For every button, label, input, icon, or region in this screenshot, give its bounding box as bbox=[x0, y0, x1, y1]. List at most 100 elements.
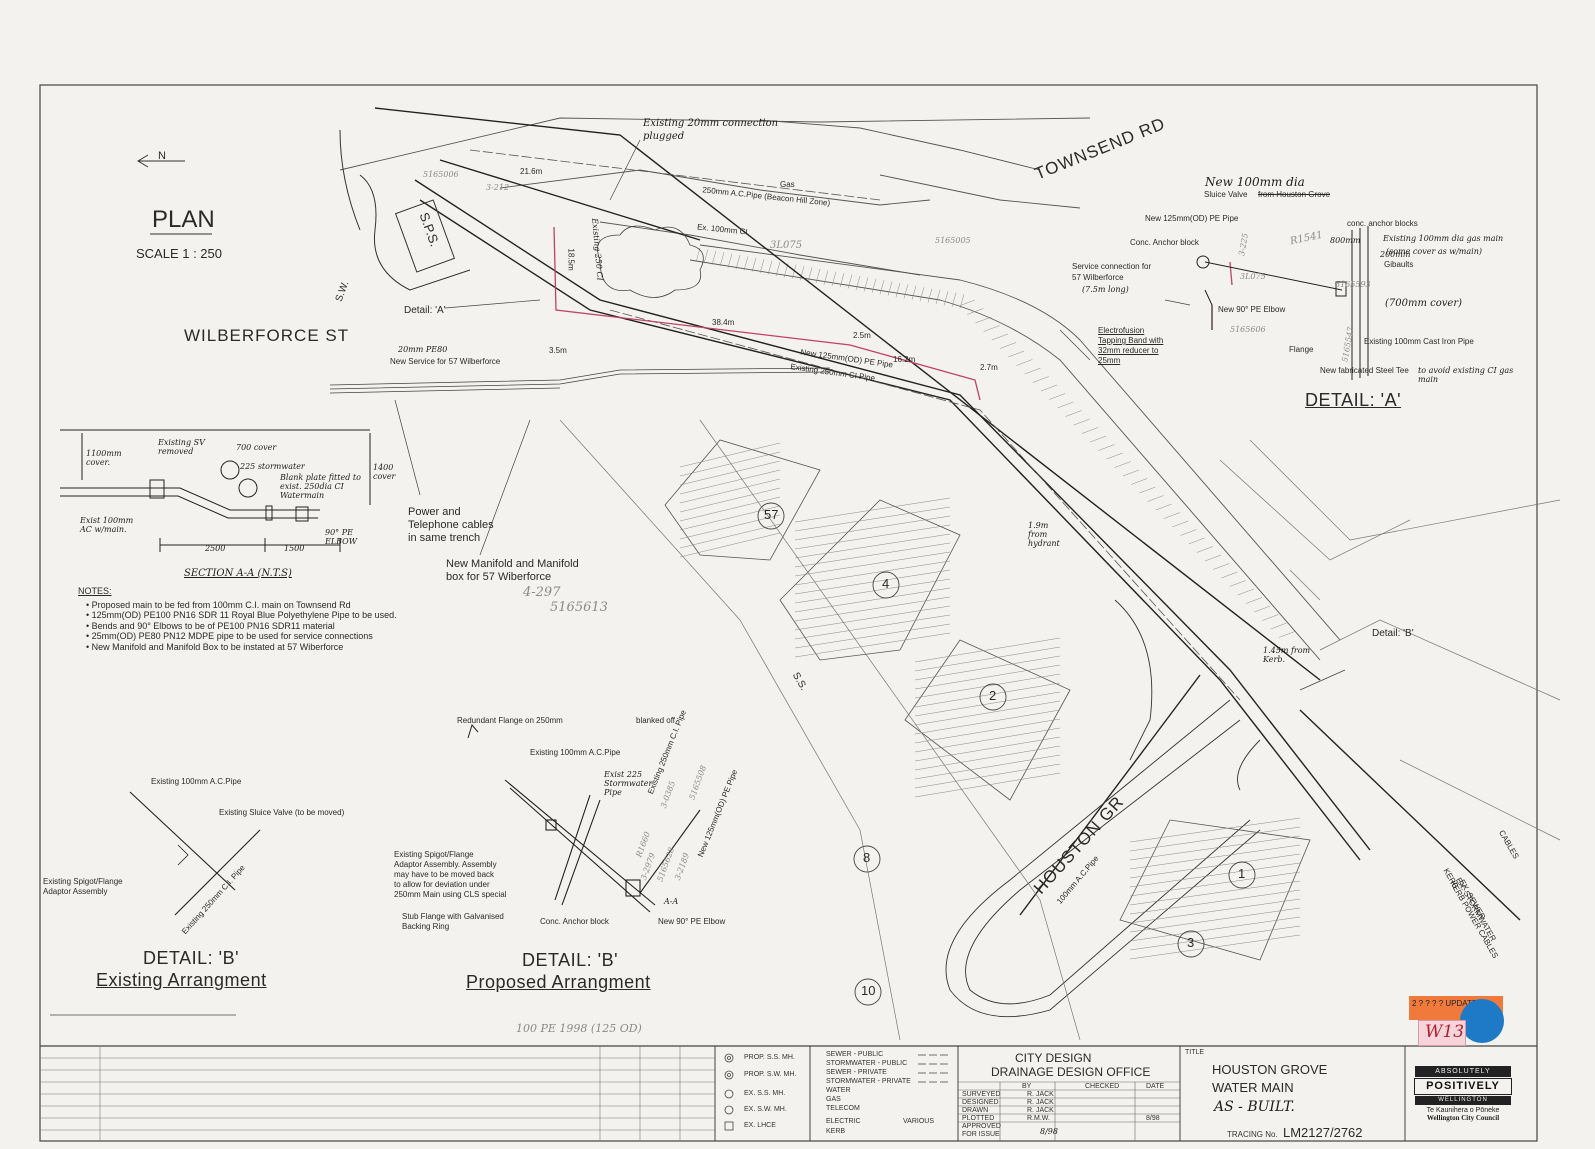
section-elbow: 90° PE ELBOW bbox=[325, 528, 357, 546]
kerb-hatch-tick bbox=[1040, 384, 1058, 392]
kerb-hatch-tick bbox=[751, 257, 757, 272]
kerb-hatch-tick bbox=[887, 281, 893, 296]
plan-scale: SCALE 1 : 250 bbox=[136, 246, 222, 261]
gas-pipe bbox=[469, 149, 1241, 701]
detail-b-pr-anchor: Conc. Anchor block bbox=[540, 917, 609, 926]
kerb-hatch-tick bbox=[1278, 631, 1295, 638]
building-hatch-line bbox=[914, 763, 1061, 789]
building-hatch-line bbox=[914, 646, 1061, 672]
office-by: R. JACK bbox=[1027, 1091, 1054, 1098]
label-manifold-1: New Manifold and Manifold bbox=[446, 558, 579, 570]
kerb-hatch-tick bbox=[903, 284, 909, 299]
building-hatch-line bbox=[914, 655, 1061, 681]
label-detail-b-ref: Detail: 'B' bbox=[1372, 628, 1414, 639]
section-blank-plate: Blank plate fitted to exist. 250dia CI W… bbox=[280, 473, 361, 500]
pencil-note: 5165005 bbox=[935, 236, 971, 245]
legend-line-label: KERB bbox=[826, 1128, 846, 1135]
kerb-hatch-tick bbox=[1073, 418, 1090, 426]
label-dim-16-2: 16.2m bbox=[893, 355, 916, 364]
detail-a-new-125: New 125mm(OD) PE Pipe bbox=[1145, 214, 1239, 223]
building-hatch-line bbox=[679, 460, 781, 486]
detail-a-service-1: Service connection for bbox=[1072, 262, 1152, 271]
office-date: 8/98 bbox=[1146, 1115, 1160, 1122]
building-hatch-line bbox=[794, 632, 951, 658]
kerb-hatch-tick bbox=[727, 253, 733, 268]
legend-line-label: WATER bbox=[826, 1087, 851, 1094]
note-item: Proposed main to be fed from 100mm C.I. … bbox=[86, 600, 408, 611]
building-hatch-line bbox=[794, 542, 951, 568]
detail-b-pr-blanked: blanked off bbox=[636, 716, 675, 725]
kerb-hatch-tick bbox=[1147, 495, 1164, 502]
kerb-hatch-tick bbox=[1254, 605, 1271, 613]
office-col-by: BY bbox=[1022, 1083, 1032, 1090]
kerb-hatch-tick bbox=[1098, 444, 1115, 451]
detail-a-cover-700: (700mm cover) bbox=[1385, 298, 1463, 309]
detail-b-pr-section-mark: A-A bbox=[664, 897, 679, 906]
pencil-note: 3L075 bbox=[770, 240, 803, 251]
detail-a-flange: Flange bbox=[1289, 345, 1314, 354]
detail-b-pr-new-90: New 90° PE Elbow bbox=[658, 917, 726, 926]
detail-a-existing-100-ci: Existing 100mm Cast Iron Pipe bbox=[1364, 337, 1474, 346]
detail-a-from-houston: from Houston Grove bbox=[1258, 190, 1331, 199]
lot-circles bbox=[757, 502, 1256, 1006]
kerb-hatch-tick bbox=[1188, 537, 1205, 545]
office-col-checked: CHECKED bbox=[1085, 1083, 1120, 1090]
kerb-hatch-tick bbox=[1229, 580, 1246, 587]
label-power-3: in same trench bbox=[408, 532, 481, 544]
building-hatch-line bbox=[679, 514, 781, 540]
north-arrow bbox=[137, 154, 185, 168]
logo-mid: POSITIVELY bbox=[1414, 1078, 1512, 1095]
detail-a-gibaults: Gibaults bbox=[1384, 260, 1414, 269]
building-hatch-line bbox=[914, 673, 1061, 699]
detail-a-electro-4: 25mm bbox=[1098, 356, 1121, 365]
lot-number: 8 bbox=[863, 850, 871, 865]
kerb-hatch-ticks bbox=[695, 247, 1295, 638]
kerb-hatch-tick bbox=[999, 342, 1017, 349]
kerb-hatch-tick bbox=[815, 268, 821, 284]
legend-symbol-label: EX. LHCE bbox=[744, 1122, 776, 1129]
kerb-hatch-tick bbox=[735, 254, 741, 270]
legend-line-label: STORMWATER - PUBLIC bbox=[826, 1060, 908, 1067]
pump-station bbox=[339, 129, 471, 291]
kerb-hatch-tick bbox=[823, 270, 829, 285]
label-dim-38-4: 38.4m bbox=[712, 318, 735, 327]
kerb-hatch-tick bbox=[1237, 588, 1254, 596]
pencil-note: 3-212 bbox=[486, 183, 510, 192]
logo-maori: Te Kaunihera o Pōneke bbox=[1426, 1107, 1500, 1114]
office-role: PLOTTED bbox=[962, 1115, 995, 1122]
street-wilberforce: WILBERFORCE ST bbox=[184, 326, 350, 345]
sheet-border bbox=[39, 84, 1538, 1142]
kerb-hatch-tick bbox=[863, 277, 869, 292]
kerb-hatch-tick bbox=[847, 274, 853, 289]
kerb-hatch-tick bbox=[1057, 401, 1074, 409]
townsend-road-lines bbox=[339, 117, 1091, 276]
council-logo: ABSOLUTELY POSITIVELY WELLINGTON Te Kaun… bbox=[1413, 1066, 1513, 1128]
kerb-hatch-tick bbox=[695, 247, 701, 263]
legend-line-label: TELECOM bbox=[826, 1105, 860, 1112]
building-hatch-line bbox=[914, 718, 1061, 744]
legend-symbol-label: PROP. S.W. MH. bbox=[744, 1071, 797, 1078]
sheet-id-sticker: W13 bbox=[1418, 1020, 1466, 1046]
pencil-note: 3L075 bbox=[1240, 272, 1266, 281]
detail-a-title: DETAIL: 'A' bbox=[1305, 390, 1402, 410]
note-item: 25mm(OD) PE80 PN12 MDPE pipe to be used … bbox=[86, 631, 408, 642]
detail-a-new-sluice: New 100mm dia bbox=[1205, 175, 1305, 189]
tracing-number: LM2127/2762 bbox=[1283, 1125, 1363, 1140]
detail-a-new-90: New 90° PE Elbow bbox=[1218, 305, 1286, 314]
building-hatch-line bbox=[1129, 889, 1301, 915]
detail-b-pr-spigot-4: to allow for deviation under bbox=[394, 880, 490, 889]
building-hatch-line bbox=[1129, 907, 1301, 933]
section-exist-100: Exist 100mm AC w/main. bbox=[80, 516, 134, 534]
title-block-dividers bbox=[714, 1046, 1406, 1141]
detail-b-pr-title-1: DETAIL: 'B' bbox=[522, 950, 619, 970]
building-hatch-line bbox=[794, 515, 951, 541]
building-hatch-line bbox=[1129, 817, 1301, 843]
building-hatch-line bbox=[914, 772, 1061, 798]
section-title: SECTION A-A (N.T.S) bbox=[184, 568, 292, 579]
pencil-note: 5165593 bbox=[1335, 280, 1371, 289]
building-hatch-line bbox=[1129, 862, 1301, 888]
legend-line-label: ELECTRIC bbox=[826, 1118, 861, 1125]
houston-cul-de-sac bbox=[945, 599, 1261, 1018]
office-by: R.M.W. bbox=[1027, 1115, 1050, 1122]
kerb-hatch-tick bbox=[1008, 350, 1025, 358]
